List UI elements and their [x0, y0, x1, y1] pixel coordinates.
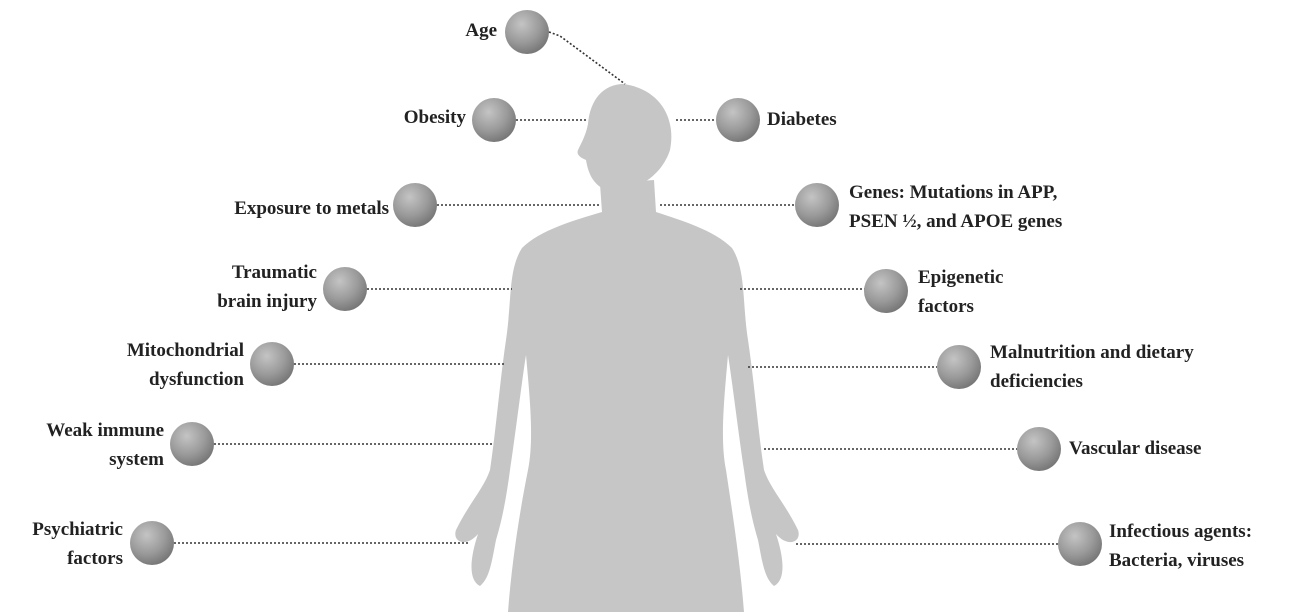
label-vascular-disease: Vascular disease: [1069, 434, 1202, 463]
node-vascular: [1017, 427, 1061, 471]
node-tbi: [323, 267, 367, 311]
label-epigenetic-factors: Epigenetic factors: [918, 263, 1004, 321]
node-genes: [795, 183, 839, 227]
node-infectious: [1058, 522, 1102, 566]
node-immune: [170, 422, 214, 466]
node-metals: [393, 183, 437, 227]
label-traumatic-brain-injury: Traumatic brain injury: [217, 258, 317, 316]
label-exposure-to-metals: Exposure to metals: [234, 194, 389, 223]
label-diabetes: Diabetes: [767, 105, 837, 134]
label-malnutrition: Malnutrition and dietary deficiencies: [990, 338, 1194, 396]
node-epigenetic: [864, 269, 908, 313]
node-psychiatric: [130, 521, 174, 565]
node-obesity: [472, 98, 516, 142]
label-obesity: Obesity: [404, 103, 466, 132]
label-mitochondrial-dysfunction: Mitochondrial dysfunction: [127, 336, 244, 394]
label-genes: Genes: Mutations in APP, PSEN ½, and APO…: [849, 178, 1062, 236]
label-age: Age: [465, 16, 497, 45]
label-infectious-agents: Infectious agents: Bacteria, viruses: [1109, 517, 1252, 575]
node-malnutrition: [937, 345, 981, 389]
node-age: [505, 10, 549, 54]
label-weak-immune-system: Weak immune system: [46, 416, 164, 474]
human-silhouette-icon: [455, 84, 798, 612]
label-psychiatric-factors: Psychiatric factors: [32, 515, 123, 573]
node-mito: [250, 342, 294, 386]
connector-age: [549, 32, 625, 84]
node-diabetes: [716, 98, 760, 142]
